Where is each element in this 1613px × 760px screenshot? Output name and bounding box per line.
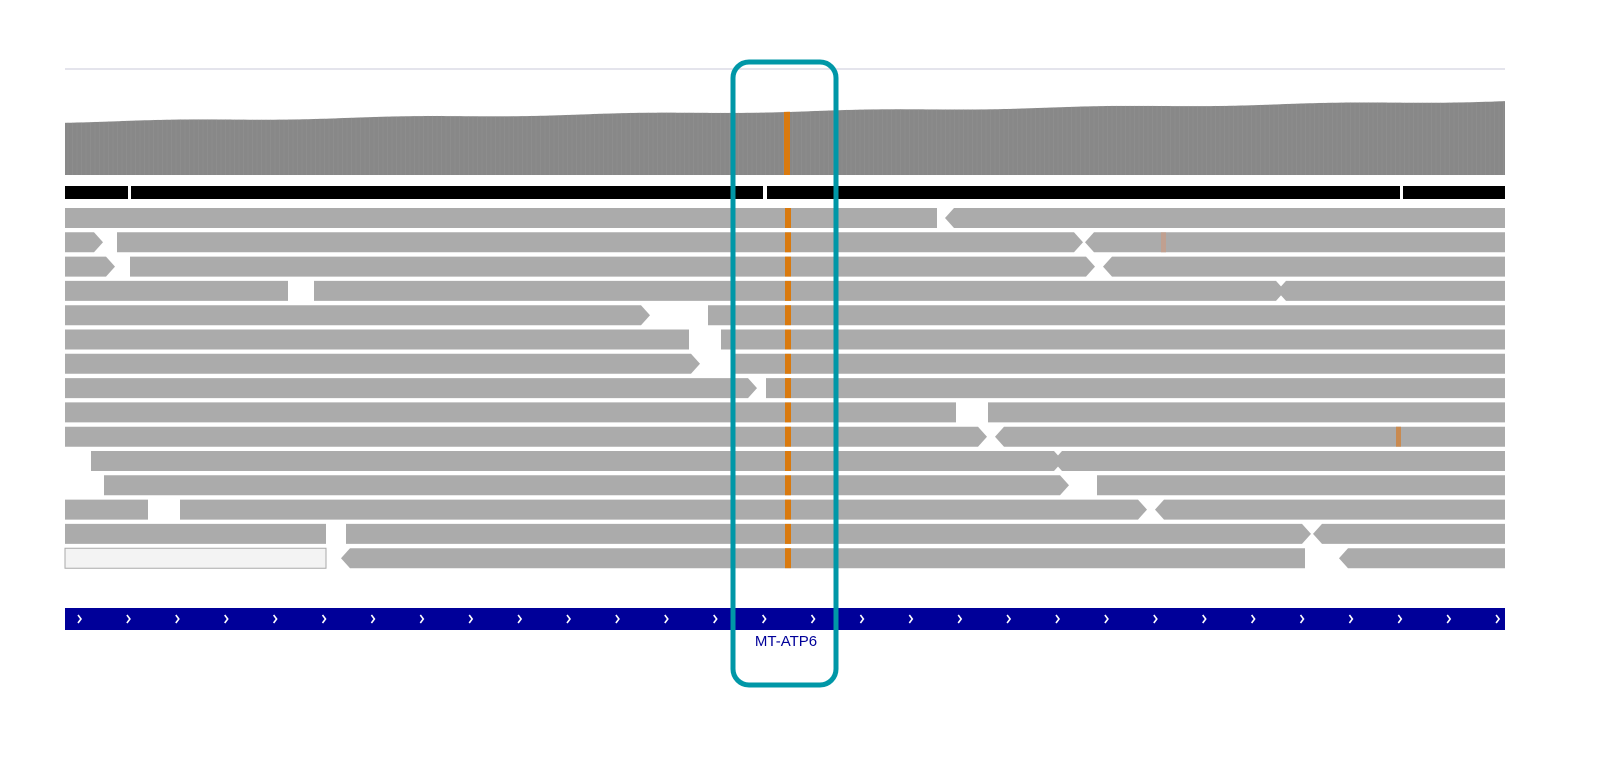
read-mismatch — [785, 329, 791, 350]
gene-feature — [65, 608, 1505, 630]
read — [65, 499, 148, 520]
read — [346, 523, 1311, 544]
chevron-right-icon — [370, 614, 376, 624]
read — [1277, 280, 1505, 301]
read-mismatch — [785, 232, 791, 253]
chevron-right-icon — [1153, 614, 1158, 624]
chevron-right-icon — [468, 614, 474, 624]
read — [91, 451, 1063, 471]
sequence-segment — [1403, 186, 1505, 199]
chevron-right-icon — [1006, 614, 1012, 624]
read — [64, 547, 327, 569]
read-mismatch — [785, 208, 791, 228]
read — [1053, 451, 1505, 471]
read — [735, 353, 1505, 374]
read — [65, 402, 956, 423]
chevron-right-icon — [1104, 614, 1109, 624]
chevron-right-icon — [175, 614, 180, 624]
chevron-right-icon — [126, 614, 131, 624]
read — [65, 426, 987, 447]
read — [314, 280, 1285, 301]
read — [65, 523, 326, 544]
read — [721, 329, 1505, 350]
read — [1155, 499, 1505, 520]
read-mismatch — [785, 402, 791, 423]
gene-track[interactable] — [65, 608, 1505, 630]
read-mismatch — [1396, 426, 1401, 447]
read — [65, 256, 115, 277]
chevron-right-icon — [272, 614, 278, 624]
read — [341, 548, 1305, 569]
chevron-right-icon — [1250, 614, 1256, 624]
read — [1097, 475, 1505, 496]
read — [65, 208, 937, 228]
read — [130, 256, 1095, 277]
coverage-mask — [65, 95, 1505, 123]
read — [65, 353, 700, 374]
chevron-right-icon — [615, 614, 620, 624]
read — [708, 305, 1505, 326]
sequence-segment — [65, 186, 128, 199]
chevron-right-icon — [1202, 614, 1207, 624]
highlight-box — [730, 59, 839, 688]
read — [1313, 523, 1505, 544]
read-mismatch — [785, 426, 791, 447]
coverage-track[interactable] — [65, 95, 1505, 175]
chevron-right-icon — [1055, 614, 1060, 624]
read — [1103, 256, 1505, 277]
read-mismatch — [785, 280, 791, 301]
sequence-track — [65, 186, 1505, 199]
chevron-right-icon — [908, 614, 914, 624]
read — [65, 305, 650, 326]
read — [766, 378, 1505, 399]
read-mismatch — [785, 256, 791, 277]
read — [117, 232, 1083, 253]
read — [995, 426, 1505, 447]
read — [180, 499, 1147, 520]
chevron-right-icon — [224, 614, 229, 624]
read — [945, 208, 1505, 228]
chevron-right-icon — [1299, 614, 1305, 624]
read-mismatch — [785, 475, 791, 496]
chevron-right-icon — [517, 614, 523, 624]
sequence-segment — [767, 186, 1400, 199]
chevron-right-icon — [664, 614, 669, 624]
chevron-right-icon — [1397, 614, 1403, 624]
alignment-track[interactable] — [64, 208, 1505, 569]
read — [988, 402, 1505, 423]
read — [1339, 548, 1505, 569]
gene-label[interactable]: MT-ATP6 — [754, 633, 818, 650]
chevron-right-icon — [77, 614, 82, 624]
read-mismatch — [785, 499, 791, 520]
chevron-right-icon — [957, 614, 963, 624]
read — [65, 378, 757, 399]
chevron-right-icon — [321, 614, 327, 624]
read — [1085, 232, 1505, 253]
chevron-right-icon — [810, 614, 816, 624]
read-mismatch — [1161, 232, 1166, 253]
chevron-right-icon — [566, 614, 571, 624]
chevron-right-icon — [419, 614, 425, 624]
coverage-mismatch — [784, 111, 790, 175]
chevron-right-icon — [1495, 614, 1501, 624]
read-mismatch — [785, 548, 791, 569]
read-mismatch — [785, 523, 791, 544]
read-mismatch — [785, 305, 791, 326]
chevron-right-icon — [859, 614, 865, 624]
read-mismatch — [785, 451, 791, 471]
chevron-right-icon — [1446, 614, 1452, 624]
read-mismatch — [785, 353, 791, 374]
read — [104, 475, 1069, 496]
chevron-right-icon — [761, 614, 767, 624]
read — [65, 232, 103, 253]
read — [65, 329, 689, 350]
chevron-right-icon — [1348, 614, 1354, 624]
read — [65, 280, 288, 301]
sequence-segment — [131, 186, 763, 199]
read-mismatch — [785, 378, 791, 399]
chevron-right-icon — [713, 614, 718, 624]
